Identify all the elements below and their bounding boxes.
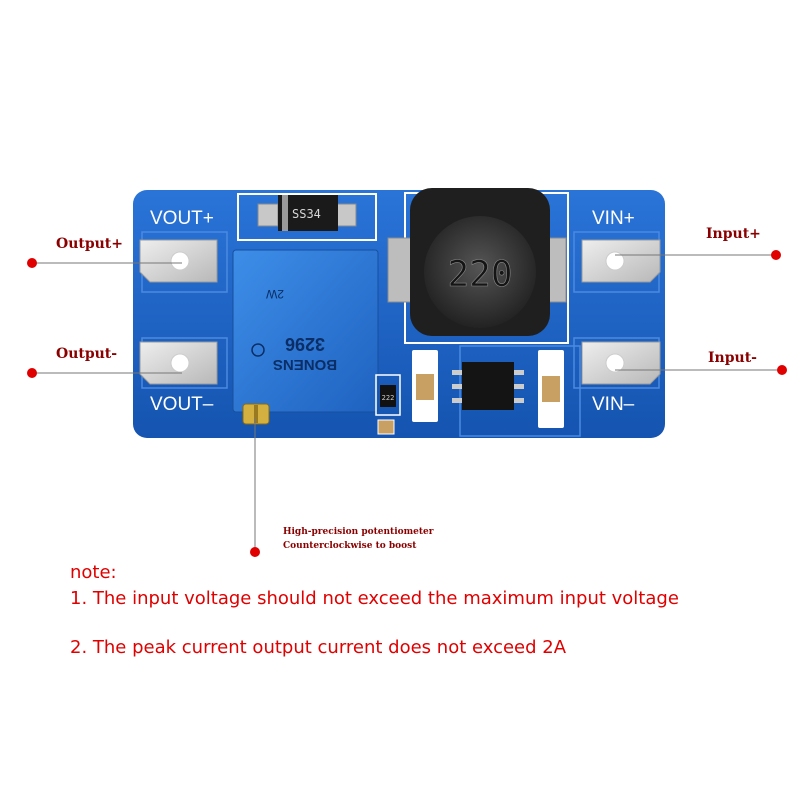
ic-chip (462, 362, 514, 410)
inductor-marking: 220 (447, 254, 512, 295)
output-plus-marker (27, 258, 37, 268)
vin-plus-hole (605, 251, 625, 271)
capacitor-2-body (542, 376, 560, 402)
ic-pin (452, 384, 462, 389)
potentiometer-callout-line2: Counterclockwise to boost (283, 541, 417, 551)
pcb-trace (459, 345, 581, 437)
potentiometer-callout-line1: High-precision potentiometer (283, 527, 434, 537)
vin-plus-label: VIN+ (592, 208, 635, 229)
output-plus-callout: Output+ (56, 236, 124, 252)
resistor-body (380, 385, 396, 407)
output-minus-marker (27, 368, 37, 378)
input-minus-callout: Input- (708, 350, 757, 366)
small-capacitor (377, 419, 395, 435)
input-plus-marker (771, 250, 781, 260)
inductor-core (424, 216, 536, 328)
note-item-1: 1. The input voltage should not exceed t… (70, 588, 679, 609)
ic-pin (452, 398, 462, 403)
diode-outline (237, 193, 377, 241)
ic-pin (514, 398, 524, 403)
vin-minus-hole (605, 353, 625, 373)
vin-minus-label: VIN– (592, 394, 635, 415)
note-item-2: 2. The peak current output current does … (70, 637, 567, 658)
potentiometer-screw-slot (254, 405, 258, 423)
potentiometer-callout: High-precision potentiometer Countercloc… (283, 525, 434, 553)
ic-pin (514, 370, 524, 375)
ic-pin (514, 384, 524, 389)
diode-marking: SS34 (292, 207, 321, 221)
vout-plus-hole (170, 251, 190, 271)
input-minus-marker (777, 365, 787, 375)
potentiometer-marking-brand: BONENS (273, 356, 337, 373)
diode-lead-left (257, 203, 279, 227)
resistor-marking: 222 (382, 394, 395, 402)
input-plus-callout: Input+ (706, 226, 761, 242)
potentiometer-symbol (251, 343, 265, 357)
vout-plus-label: VOUT+ (150, 208, 214, 229)
diode-lead-right (335, 203, 357, 227)
potentiometer-marker (250, 547, 260, 557)
ic-pin (452, 370, 462, 375)
potentiometer-marking-group: BONENS 3296 2W (265, 287, 337, 373)
vout-minus-label: VOUT– (150, 394, 214, 415)
vout-minus-hole (170, 353, 190, 373)
capacitor-1-body (416, 374, 434, 400)
diode-band (282, 195, 288, 231)
potentiometer-marking-model: 3296 (285, 334, 325, 354)
potentiometer-marking-value: 2W (265, 287, 284, 301)
note-heading: note: (70, 562, 117, 583)
resistor-outline (375, 374, 401, 416)
potentiometer-body (232, 249, 379, 413)
output-minus-callout: Output- (56, 346, 118, 362)
